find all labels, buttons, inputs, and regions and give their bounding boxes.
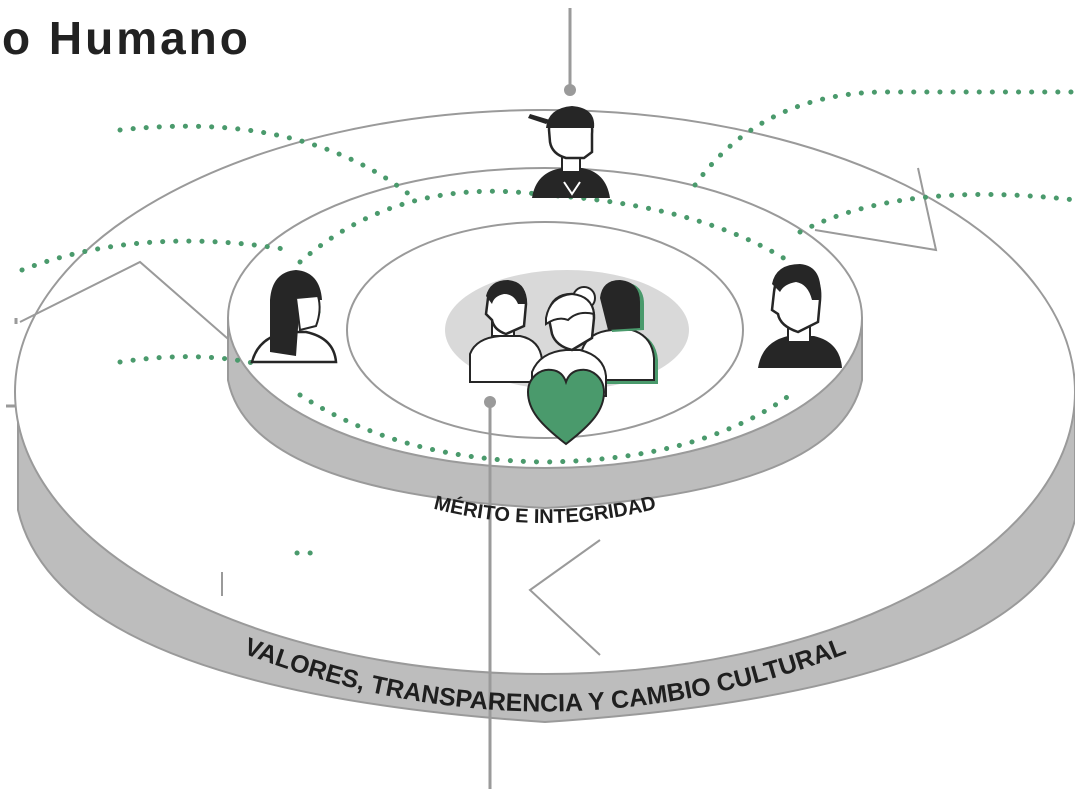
person-with-cap-icon	[528, 106, 610, 198]
heart-icon	[526, 368, 606, 446]
page-title: o Humano	[2, 12, 251, 64]
person-man-icon	[758, 264, 842, 368]
connector-lines	[6, 8, 576, 789]
person-woman-icon	[250, 270, 338, 364]
